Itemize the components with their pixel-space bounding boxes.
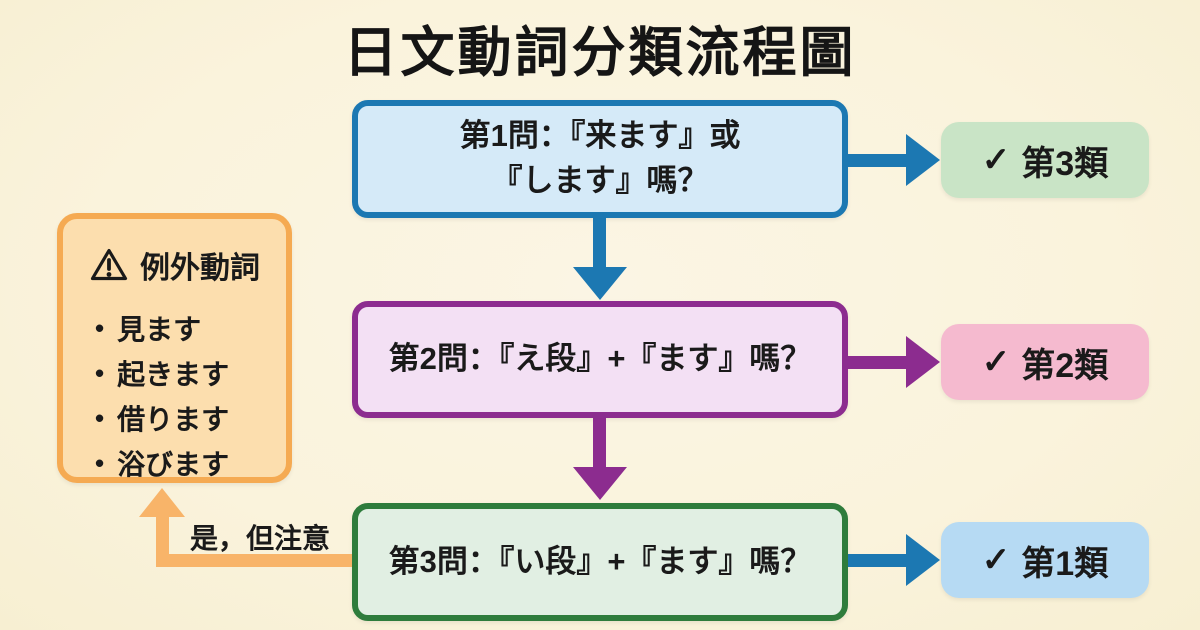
arrow-q1-to-q2-head: [573, 267, 627, 300]
exception-title: 例外動詞: [140, 252, 260, 285]
checkmark-icon: ✓: [981, 541, 1011, 579]
arrow-q3-to-exception-vertical: [156, 514, 169, 566]
exception-verbs-box: 例外動詞 • 見ます • 起きます • 借ります • 浴びます: [57, 213, 292, 483]
arrow-q3-to-result-head: [906, 534, 940, 586]
bullet-icon: •: [95, 447, 105, 478]
question-2-box: 第2問：『え段』+『ます』嗎？: [352, 301, 848, 418]
question-1-box: 第1問：『来ます』或 『します』嗎？: [352, 100, 848, 218]
arrow-q2-to-q3-head: [573, 467, 627, 500]
question-2-line1: 第2問：『え段』+『ます』嗎？: [388, 341, 812, 377]
arrow-q1-to-q2-shaft: [593, 218, 606, 270]
list-item: • 起きます: [95, 350, 286, 395]
warning-icon: [90, 248, 128, 281]
bullet-icon: •: [95, 357, 105, 388]
exception-verb: 見ます: [117, 313, 202, 345]
bullet-icon: •: [95, 402, 105, 433]
yes-but-note-label: 是，但注意: [190, 523, 331, 554]
list-item: • 見ます: [95, 305, 286, 350]
question-3-line1: 第3問：『い段』+『ます』嗎？: [388, 543, 812, 579]
checkmark-icon: ✓: [981, 141, 1011, 179]
page-title: 日文動詞分類流程圖: [343, 23, 857, 83]
arrow-q1-to-result-shaft: [848, 154, 906, 167]
question-3-box: 第3問：『い段』+『ます』嗎？: [352, 503, 848, 621]
result-class-3-box: ✓ 第3類: [941, 122, 1149, 198]
arrow-q3-to-exception-head: [139, 488, 185, 517]
result-class-2-label: 第2類: [1021, 346, 1109, 385]
result-class-3-label: 第3類: [1021, 144, 1109, 183]
exception-list: • 見ます • 起きます • 借ります • 浴びます: [63, 305, 286, 485]
arrow-q3-to-exception-horizontal: [156, 554, 352, 567]
arrow-q3-to-result-shaft: [848, 554, 906, 567]
exception-header: 例外動詞: [63, 243, 286, 287]
arrow-q2-to-result-head: [906, 336, 940, 388]
list-item: • 浴びます: [95, 440, 286, 485]
result-class-2-box: ✓ 第2類: [941, 324, 1149, 400]
question-1-line2: 『します』嗎？: [491, 163, 709, 198]
checkmark-icon: ✓: [981, 343, 1011, 381]
result-class-1-box: ✓ 第1類: [941, 522, 1149, 598]
exception-verb: 起きます: [117, 358, 230, 390]
arrow-q2-to-q3-shaft: [593, 418, 606, 470]
arrow-q1-to-result-head: [906, 134, 940, 186]
arrow-q2-to-result-shaft: [848, 356, 906, 369]
list-item: • 借ります: [95, 395, 286, 440]
result-class-1-label: 第1類: [1021, 544, 1109, 583]
exception-verb: 借ります: [117, 403, 230, 435]
question-1-line1: 第1問：『来ます』或: [459, 118, 741, 154]
exception-verb: 浴びます: [117, 448, 230, 480]
bullet-icon: •: [95, 312, 105, 343]
